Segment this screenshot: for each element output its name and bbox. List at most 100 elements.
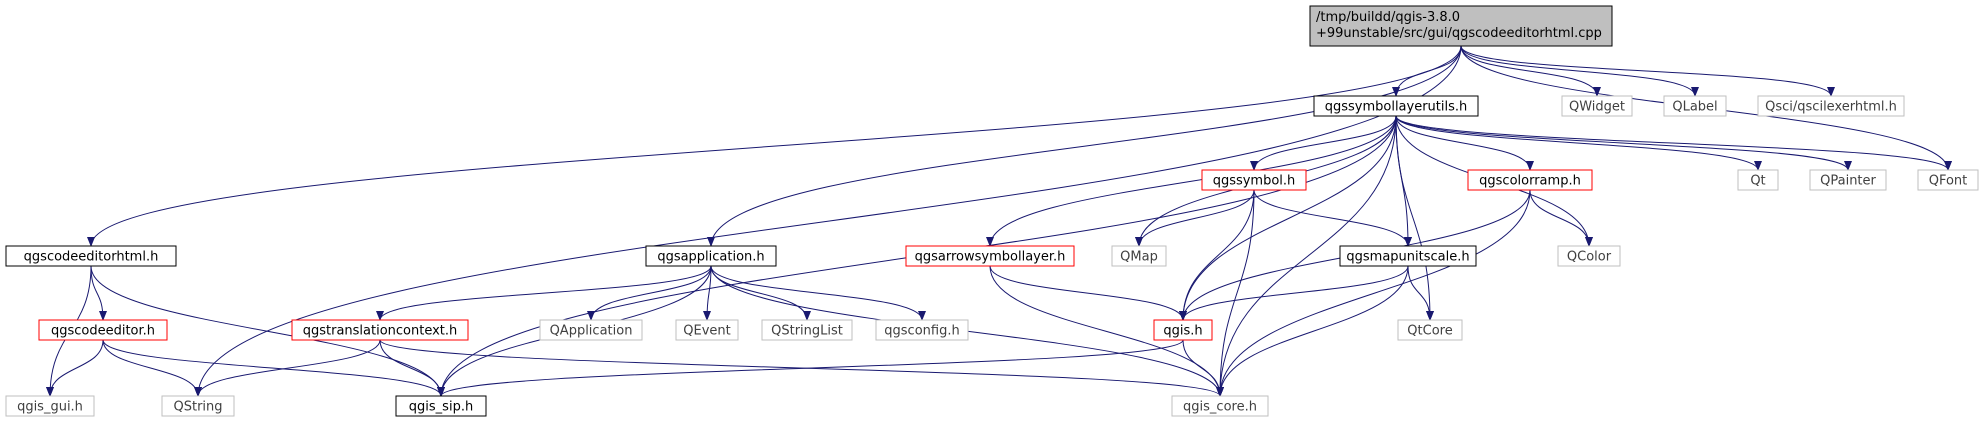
edge-qgsapplication_h-to-QApplication [587,265,712,321]
edge-root-to-qscilexerhtml_h [1460,45,1835,97]
node-box [161,395,235,417]
node-qgsapplication_h[interactable]: qgsapplication.h [645,245,777,267]
node-label: QLabel [1672,100,1717,115]
node-label: qgsapplication.h [657,250,764,265]
node-qgis_h[interactable]: qgis.h [1153,319,1213,341]
edge-qgssymbollayerutils_h-to-qgsarrowsymbollayer_h [986,115,1397,247]
edge-qgssymbollayerutils_h-to-Qt [1395,115,1762,171]
node-label: qgssymbol.h [1213,174,1296,189]
node-box [761,319,853,341]
edge-qgssymbollayerutils_h-to-qgis_h [1179,115,1397,321]
node-QMap[interactable]: QMap [1111,245,1167,267]
node-QWidget[interactable]: QWidget [1561,95,1633,117]
node-qgstranslationcontext_h[interactable]: qgstranslationcontext.h [291,319,469,341]
node-box [1313,95,1479,117]
node-label: qgscolorramp.h [1479,174,1581,189]
node-qscilexerhtml_h[interactable]: Qsci/qscilexerhtml.h [1757,95,1905,117]
node-label: QtCore [1407,324,1452,339]
node-box [1757,95,1905,117]
edge-qgscodeeditor_h-to-QString [102,339,202,397]
edge-root-to-QWidget [1460,45,1601,97]
node-box [645,245,777,267]
node-label: +99unstable/src/gui/qgscodeeditorhtml.cp… [1316,26,1602,41]
edge-qgssymbollayerutils_h-to-qgscolorramp_h [1395,115,1534,171]
edge-qgssymbol_h-to-QMap [1135,189,1255,247]
node-label: qgsarrowsymbollayer.h [915,250,1066,265]
node-qgscodeeditorhtml_h[interactable]: qgscodeeditorhtml.h [5,245,177,267]
edge-qgsapplication_h-to-QStringList [710,265,811,321]
node-qgscolorramp_h[interactable]: qgscolorramp.h [1467,169,1593,191]
node-box [1809,169,1887,191]
node-box [1309,5,1613,47]
node-box [1397,319,1463,341]
node-QtCore[interactable]: QtCore [1397,319,1463,341]
node-qgsarrowsymbollayer_h[interactable]: qgsarrowsymbollayer.h [905,245,1075,267]
node-box [1153,319,1213,341]
node-label: qgscodeeditorhtml.h [24,250,159,265]
node-label: qgsmapunitscale.h [1346,250,1469,265]
node-QFont[interactable]: QFont [1917,169,1979,191]
edge-qgsapplication_h-to-qgsconfig_h [710,265,926,321]
edge-qgssymbollayerutils_h-to-QPainter [1395,115,1852,171]
node-box [539,319,643,341]
edge-root-to-qgsapplication_h [707,45,1462,247]
edge-qgsapplication_h-to-QEvent [703,265,712,321]
node-qgssymbollayerutils_h[interactable]: qgssymbollayerutils.h [1313,95,1479,117]
node-qgscodeeditor_h[interactable]: qgscodeeditor.h [38,319,168,341]
node-box [1111,245,1167,267]
edge-qgstranslationcontext_h-to-qgis_sip_h [379,339,445,397]
edge-root-to-qgssymbollayerutils_h [1392,45,1462,97]
node-QEvent[interactable]: QEvent [675,319,739,341]
node-QLabel[interactable]: QLabel [1663,95,1727,117]
edge-qgscodeeditor_h-to-qgis_sip_h [102,339,445,397]
node-label: qgis.h [1163,324,1202,339]
node-label: /tmp/buildd/qgis-3.8.0 [1316,10,1460,25]
node-qgis_gui_h[interactable]: qgis_gui.h [5,395,95,417]
node-label: qgstranslationcontext.h [303,324,458,339]
node-QPainter[interactable]: QPainter [1809,169,1887,191]
node-label: qgis_core.h [1183,400,1257,415]
edge-root-to-QLabel [1460,45,1699,97]
node-box [38,319,168,341]
node-box [905,245,1075,267]
node-qgis_sip_h[interactable]: qgis_sip.h [395,395,487,417]
edge-qgssymbol_h-to-qgsmapunitscale_h [1253,189,1412,247]
node-QColor[interactable]: QColor [1557,245,1621,267]
node-label: Qt [1750,174,1765,189]
node-qgsmapunitscale_h[interactable]: qgsmapunitscale.h [1339,245,1477,267]
edge-qgssymbol_h-to-qgis_h [1179,189,1255,321]
node-label: QFont [1929,174,1968,189]
node-root: /tmp/buildd/qgis-3.8.0+99unstable/src/gu… [1309,5,1613,47]
edge-root-to-qgscodeeditorhtml_h [87,45,1462,247]
node-label: QStringList [771,324,843,339]
node-box [1201,169,1307,191]
node-label: QPainter [1820,174,1876,189]
node-qgis_core_h[interactable]: qgis_core.h [1171,395,1269,417]
node-box [1561,95,1633,117]
node-qgssymbol_h[interactable]: qgssymbol.h [1201,169,1307,191]
edge-qgssymbollayerutils_h-to-QFont [1395,115,1952,171]
edge-qgssymbol_h-to-qgis_core_h [1216,189,1255,397]
node-label: QMap [1120,250,1158,265]
edge-qgscolorramp_h-to-QColor [1529,189,1593,247]
edge-qgssymbollayerutils_h-to-qgis_core_h [1216,115,1397,397]
edge-qgsmapunitscale_h-to-qgis_core_h [1216,265,1409,397]
edge-qgscodeeditorhtml_h-to-qgscodeeditor_h [90,265,107,321]
edge-qgis_h-to-qgis_core_h [1182,339,1224,397]
node-box [395,395,487,417]
node-label: QColor [1567,250,1612,265]
node-box [5,245,177,267]
node-QApplication[interactable]: QApplication [539,319,643,341]
edge-qgsapplication_h-to-qgstranslationcontext_h [376,265,712,321]
edge-qgstranslationcontext_h-to-QString [194,339,381,397]
node-qgsconfig_h[interactable]: qgsconfig.h [875,319,969,341]
edge-qgsmapunitscale_h-to-qgis_h [1179,265,1409,321]
node-QStringList[interactable]: QStringList [761,319,853,341]
edge-qgssymbollayerutils_h-to-QtCore [1395,115,1434,321]
node-box [1557,245,1621,267]
node-Qt[interactable]: Qt [1737,169,1779,191]
node-QString[interactable]: QString [161,395,235,417]
node-label: QEvent [683,324,730,339]
node-label: qgssymbollayerutils.h [1325,100,1468,115]
